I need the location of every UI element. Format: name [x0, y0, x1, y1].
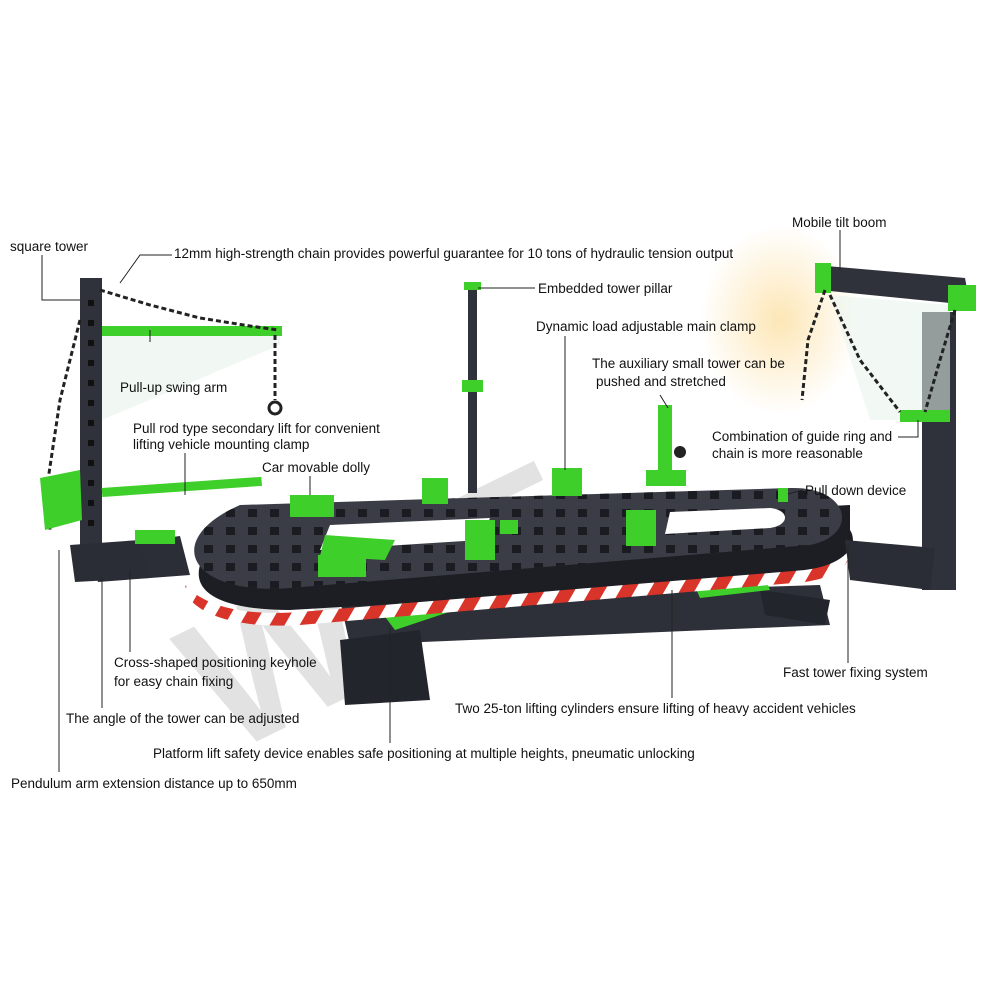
label-pull-rod-2: lifting vehicle mounting clamp: [133, 437, 310, 452]
pull-rod-clamp: [40, 470, 82, 530]
pull-up-swing-arm: [102, 326, 282, 336]
label-pendulum: Pendulum arm extension distance up to 65…: [11, 776, 297, 791]
label-mobile-tilt-boom: Mobile tilt boom: [792, 215, 887, 230]
chain-top: [99, 288, 279, 332]
label-pull-down: Pull down device: [805, 483, 907, 498]
label-pull-rod-1: Pull rod type secondary lift for conveni…: [133, 421, 380, 436]
base-foot-left: [340, 630, 430, 705]
cross-arm: [320, 535, 395, 560]
pull-down-device: [778, 488, 788, 502]
label-embedded-pillar: Embedded tower pillar: [538, 281, 673, 296]
label-guide-ring-1: Combination of guide ring and: [712, 429, 893, 444]
label-aux-tower-2: pushed and stretched: [596, 374, 726, 389]
label-main-clamp: Dynamic load adjustable main clamp: [536, 319, 756, 334]
label-keyhole-2: for easy chain fixing: [114, 674, 234, 689]
label-fast-tower: Fast tower fixing system: [783, 665, 928, 680]
guide-ring: [900, 410, 950, 422]
leader-lines: [41, 230, 919, 772]
label-square-tower: square tower: [10, 239, 89, 254]
safety-stripe: [185, 545, 852, 626]
label-safety-device: Platform lift safety device enables safe…: [153, 746, 695, 761]
label-swing-arm: Pull-up swing arm: [120, 380, 228, 395]
right-chain-3: [923, 309, 957, 413]
platform-opening-right: [665, 508, 785, 534]
label-chain-guarantee: 12mm high-strength chain provides powerf…: [174, 246, 734, 261]
label-dolly: Car movable dolly: [262, 460, 371, 475]
label-aux-tower-1: The auxiliary small tower can be: [592, 356, 785, 371]
tilt-boom-panel: [830, 295, 950, 420]
left-end-block: [135, 530, 175, 544]
pull-rod-arm: [101, 476, 262, 497]
label-guide-ring-2: chain is more reasonable: [712, 446, 863, 461]
auxiliary-small-tower: [658, 405, 672, 485]
right-chain-1: [800, 289, 827, 401]
swing-frame-panel: [102, 330, 280, 420]
car-movable-dolly: [290, 495, 334, 517]
square-tower: [80, 278, 102, 578]
mobile-tilt-boom: [815, 265, 970, 305]
base-foot-right: [760, 590, 830, 625]
chain-hook: [267, 400, 283, 416]
right-tower-base: [845, 540, 935, 590]
label-keyhole-1: Cross-shaped positioning keyhole: [114, 655, 317, 670]
label-cylinders: Two 25-ton lifting cylinders ensure lift…: [455, 701, 856, 716]
right-chain-2: [828, 294, 902, 413]
dolly-front: [318, 555, 366, 577]
tower-base-bracket: [70, 540, 150, 582]
main-clamps: [422, 468, 656, 560]
label-tower-angle: The angle of the tower can be adjusted: [66, 711, 300, 726]
